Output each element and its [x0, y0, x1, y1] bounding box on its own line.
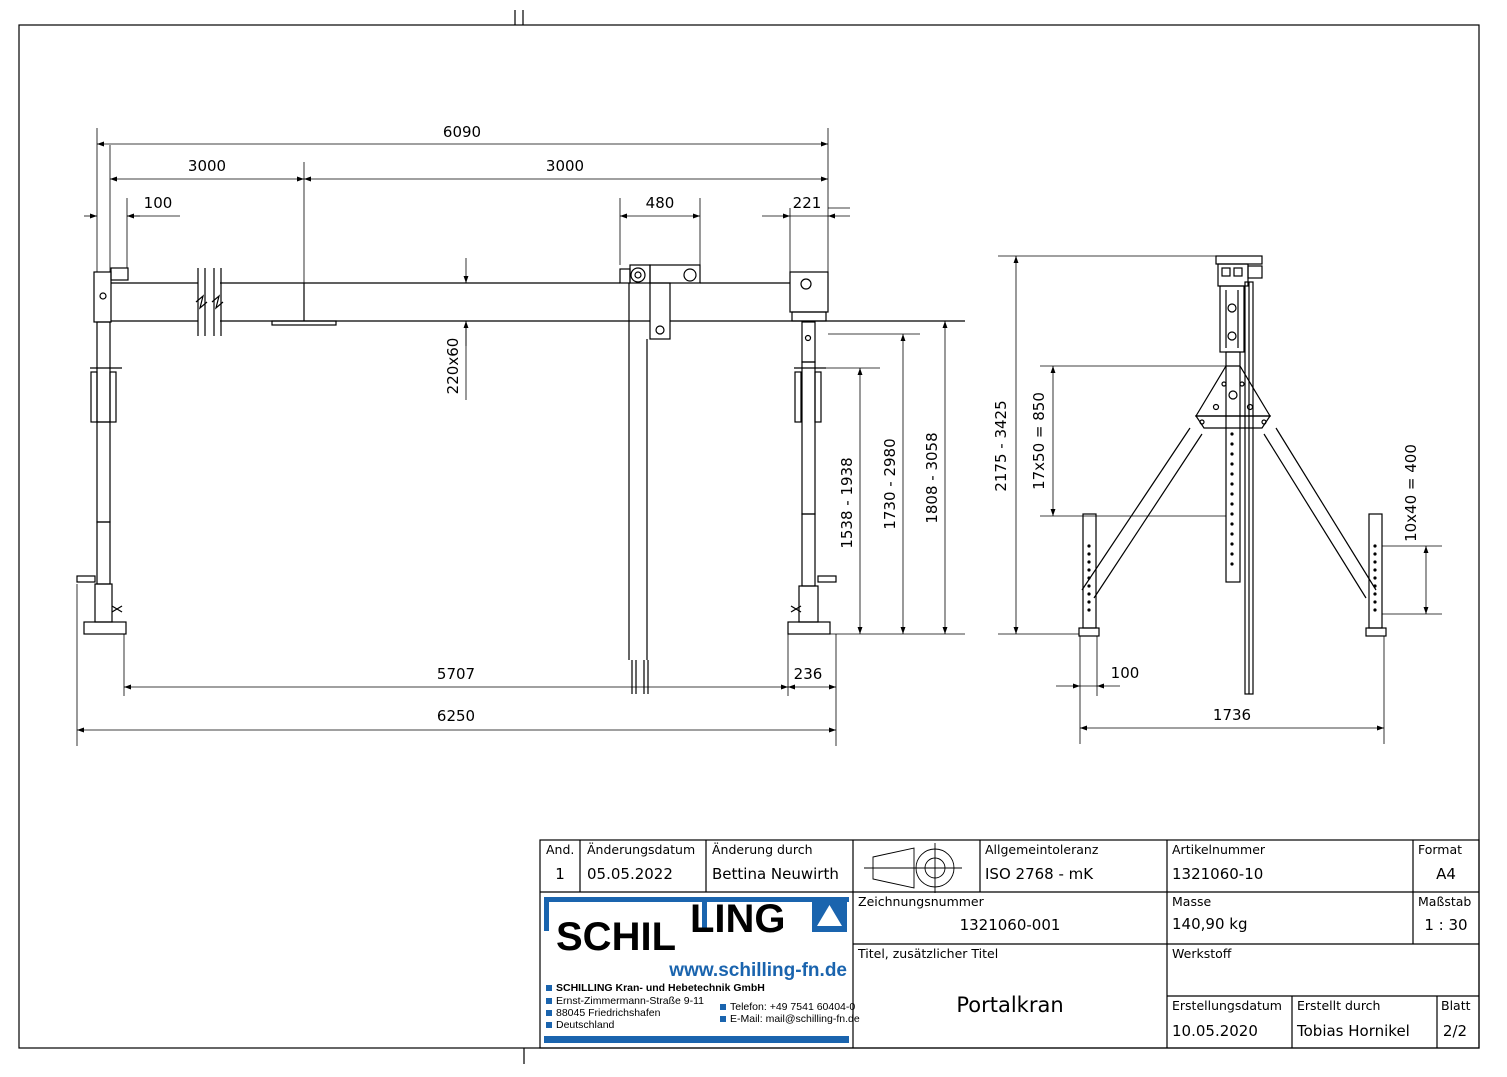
mass-header: Masse — [1172, 894, 1211, 909]
article-value: 1321060-10 — [1172, 865, 1263, 883]
logo-website: www.schilling-fn.de — [668, 960, 847, 981]
logo-triangle-icon — [817, 905, 842, 926]
side-dimension-labels: 2175 - 3425 17x50 = 850 10x40 = 400 100 … — [992, 392, 1420, 724]
format-value: A4 — [1436, 865, 1456, 883]
company-email: E-Mail: mail@schilling-fn.de — [730, 1013, 860, 1025]
dim-half-left: 3000 — [188, 157, 226, 175]
logo-word-left: SCHIL — [556, 915, 676, 959]
dim-overall-base: 6250 — [437, 707, 475, 725]
created-by-header: Erstellt durch — [1297, 998, 1380, 1013]
created-date-header: Erstellungsdatum — [1172, 998, 1282, 1013]
front-view-crane — [76, 264, 965, 694]
company-name: SCHILLING Kran- und Hebetechnik GmbH — [556, 982, 765, 994]
article-header: Artikelnummer — [1172, 842, 1266, 857]
company-country: Deutschland — [556, 1019, 615, 1031]
changed-by-value: Bettina Neuwirth — [712, 865, 839, 883]
side-extension-lines — [998, 255, 1442, 744]
company-street: Ernst-Zimmermann-Straße 9-11 — [556, 995, 704, 1007]
dim-foot-width: 236 — [794, 665, 823, 683]
dim-trolley-width: 480 — [646, 194, 675, 212]
dim-pin-pattern-upper: 17x50 = 850 — [1030, 392, 1048, 490]
dim-beam-profile: 220x60 — [444, 338, 462, 395]
dim-foot-offset: 100 — [1111, 664, 1140, 682]
sheet-header: Blatt — [1441, 998, 1471, 1013]
dim-pin-pattern-lower: 10x40 = 400 — [1402, 444, 1420, 542]
dim-base-width: 1736 — [1213, 706, 1251, 724]
dim-overall-top: 6090 — [443, 123, 481, 141]
front-dimension-lines — [77, 141, 948, 733]
created-date-value: 10.05.2020 — [1172, 1022, 1258, 1040]
front-extension-lines — [76, 128, 965, 746]
scale-value: 1 : 30 — [1424, 916, 1467, 934]
tolerance-header: Allgemeintoleranz — [985, 842, 1099, 857]
company-city: 88045 Friedrichshafen — [556, 1007, 661, 1019]
created-by-value: Tobias Hornikel — [1296, 1022, 1410, 1040]
dim-offset-left: 100 — [144, 194, 173, 212]
format-header: Format — [1418, 842, 1462, 857]
title-value: Portalkran — [956, 993, 1063, 1017]
change-date-value: 05.05.2022 — [587, 865, 673, 883]
drawing-no-header: Zeichnungsnummer — [858, 894, 985, 909]
side-hole-patterns — [1087, 432, 1377, 612]
sheet-value: 2/2 — [1443, 1022, 1467, 1040]
title-header: Titel, zusätzlicher Titel — [857, 946, 998, 961]
dim-height-3: 1808 - 3058 — [923, 432, 941, 523]
mass-value: 140,90 kg — [1172, 915, 1247, 933]
changed-by-header: Änderung durch — [712, 842, 813, 857]
title-block-grid — [539, 839, 1480, 1049]
projection-symbol-icon — [864, 843, 962, 893]
dim-inner-base: 5707 — [437, 665, 475, 683]
dim-height-2: 1730 - 2980 — [881, 438, 899, 529]
drawing-no-value: 1321060-001 — [960, 916, 1061, 934]
dim-height-1: 1538 - 1938 — [838, 457, 856, 548]
rev-header: And. — [546, 842, 574, 857]
company-address: SCHILLING Kran- und Hebetechnik GmbH Ern… — [546, 982, 860, 1031]
company-logo: SCHIL LING www.schilling-fn.de — [544, 897, 849, 1043]
material-header: Werkstoff — [1172, 946, 1232, 961]
side-dimension-lines — [1013, 256, 1429, 731]
front-dimension-labels: 6090 3000 3000 100 480 221 220x60 1538 -… — [144, 123, 941, 725]
dim-right-offset: 221 — [793, 194, 822, 212]
dim-total-height: 2175 - 3425 — [992, 400, 1010, 491]
change-date-header: Änderungsdatum — [587, 842, 695, 857]
title-block: And. 1 Änderungsdatum 05.05.2022 Änderun… — [539, 839, 1480, 1049]
company-phone: Telefon: +49 7541 60404-0 — [730, 1001, 855, 1013]
tolerance-value: ISO 2768 - mK — [985, 865, 1094, 883]
scale-header: Maßstab — [1418, 894, 1471, 909]
logo-word-right: LING — [690, 897, 786, 941]
dim-half-right: 3000 — [546, 157, 584, 175]
rev-value: 1 — [555, 865, 565, 883]
